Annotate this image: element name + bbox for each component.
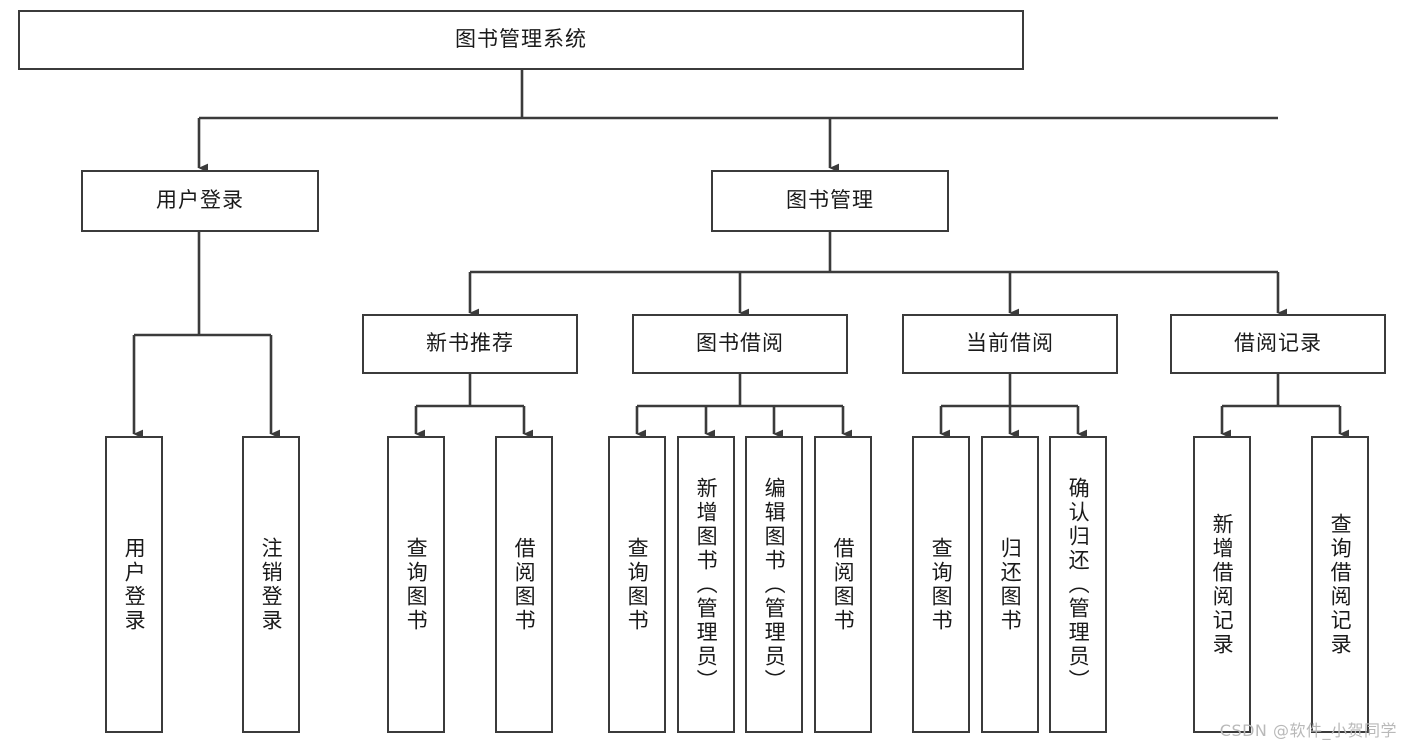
node-leaf-query-book-1[interactable]: 查询图书 [387,436,445,733]
watermark-text: CSDN @软件_小贺同学 [1219,721,1397,740]
node-leaf-logout-login-label: 注销登录 [259,536,284,633]
node-leaf-add-borrow-record-label: 新增借阅记录 [1210,512,1235,657]
node-leaf-query-borrow-record[interactable]: 查询借阅记录 [1311,436,1369,733]
node-leaf-logout-login[interactable]: 注销登录 [242,436,300,733]
node-user-login-label: 用户登录 [156,188,244,213]
node-leaf-borrow-book-2[interactable]: 借阅图书 [814,436,872,733]
node-leaf-user-login-label: 用户登录 [122,536,147,633]
node-borrow-record-label: 借阅记录 [1234,331,1322,356]
node-leaf-confirm-return[interactable]: 确认归还（管理员） [1049,436,1107,733]
node-book-management-label: 图书管理 [786,188,874,213]
node-leaf-edit-book[interactable]: 编辑图书（管理员） [745,436,803,733]
node-book-management[interactable]: 图书管理 [711,170,949,232]
node-leaf-confirm-return-label: 确认归还（管理员） [1066,476,1091,693]
node-new-book-recommend-label: 新书推荐 [426,331,514,356]
node-book-borrow-label: 图书借阅 [696,331,784,356]
node-root[interactable]: 图书管理系统 [18,10,1024,70]
node-leaf-query-book-2-label: 查询图书 [625,536,650,633]
node-leaf-query-borrow-record-label: 查询借阅记录 [1328,512,1353,657]
node-leaf-return-book[interactable]: 归还图书 [981,436,1039,733]
node-leaf-borrow-book-2-label: 借阅图书 [831,536,856,633]
node-leaf-add-book[interactable]: 新增图书（管理员） [677,436,735,733]
node-root-label: 图书管理系统 [455,27,587,52]
node-leaf-query-book-2[interactable]: 查询图书 [608,436,666,733]
node-user-login[interactable]: 用户登录 [81,170,319,232]
node-leaf-edit-book-label: 编辑图书（管理员） [762,476,787,693]
node-leaf-user-login[interactable]: 用户登录 [105,436,163,733]
node-leaf-add-borrow-record[interactable]: 新增借阅记录 [1193,436,1251,733]
node-leaf-return-book-label: 归还图书 [998,536,1023,633]
node-borrow-record[interactable]: 借阅记录 [1170,314,1386,374]
node-leaf-add-book-label: 新增图书（管理员） [694,476,719,693]
node-leaf-borrow-book-1[interactable]: 借阅图书 [495,436,553,733]
node-current-borrow[interactable]: 当前借阅 [902,314,1118,374]
node-leaf-query-book-3-label: 查询图书 [929,536,954,633]
node-new-book-recommend[interactable]: 新书推荐 [362,314,578,374]
node-leaf-borrow-book-1-label: 借阅图书 [512,536,537,633]
node-leaf-query-book-3[interactable]: 查询图书 [912,436,970,733]
node-current-borrow-label: 当前借阅 [966,331,1054,356]
node-book-borrow[interactable]: 图书借阅 [632,314,848,374]
node-leaf-query-book-1-label: 查询图书 [404,536,429,633]
